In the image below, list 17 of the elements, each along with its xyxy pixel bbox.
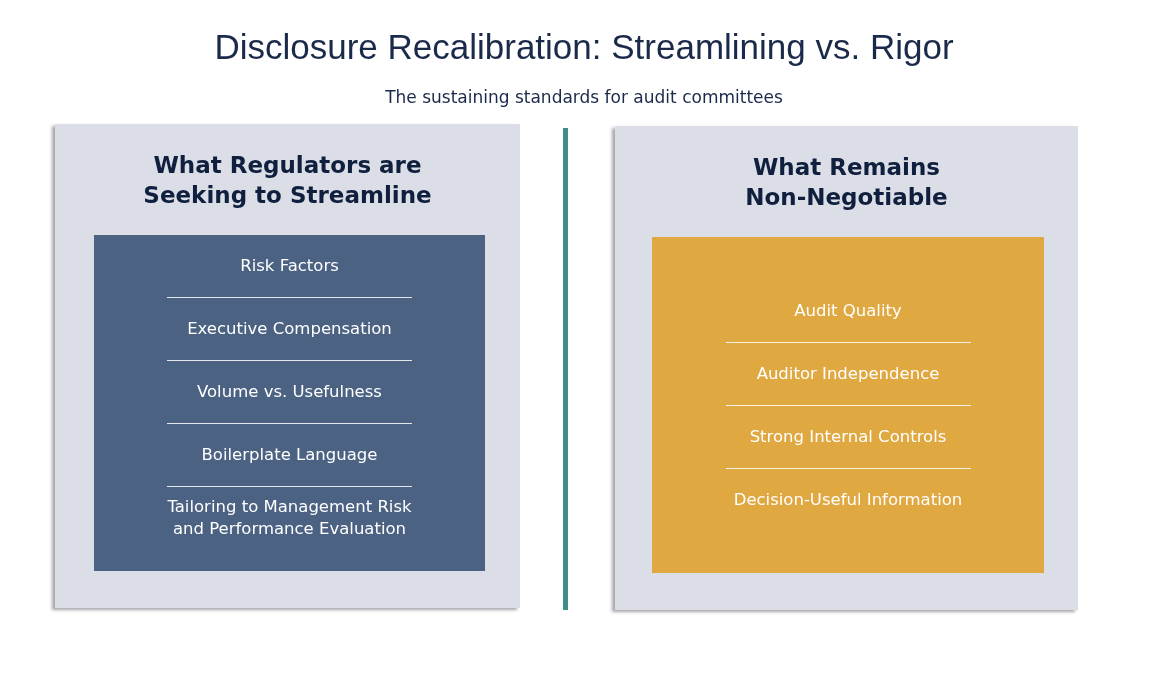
list-item: Auditor Independence xyxy=(756,362,940,385)
list-item: Executive Compensation xyxy=(187,318,392,340)
list-box xyxy=(652,237,1044,573)
subtitle: The sustaining standards for audit committees xyxy=(385,86,783,108)
list-item: Strong Internal Controls xyxy=(749,425,947,448)
list-item: Tailoring to Management Risk and Performance Evaluation xyxy=(166,496,413,540)
list-item: Boilerplate Language xyxy=(201,444,378,466)
panel-card xyxy=(55,124,520,608)
list-item: Volume vs. Usefulness xyxy=(197,381,382,403)
panel-heading: What Remains Non-Negotiable xyxy=(744,153,949,212)
list-box xyxy=(94,235,485,571)
panel-card xyxy=(615,126,1078,610)
title: Disclosure Recalibration: Streamlining vs. Rigor xyxy=(214,26,954,68)
list-item: Audit Quality xyxy=(794,299,902,322)
list-item: Risk Factors xyxy=(240,255,339,277)
list-item: Decision-Useful Information xyxy=(733,488,963,511)
panel-heading: What Regulators are Seeking to Streamline xyxy=(142,151,433,210)
